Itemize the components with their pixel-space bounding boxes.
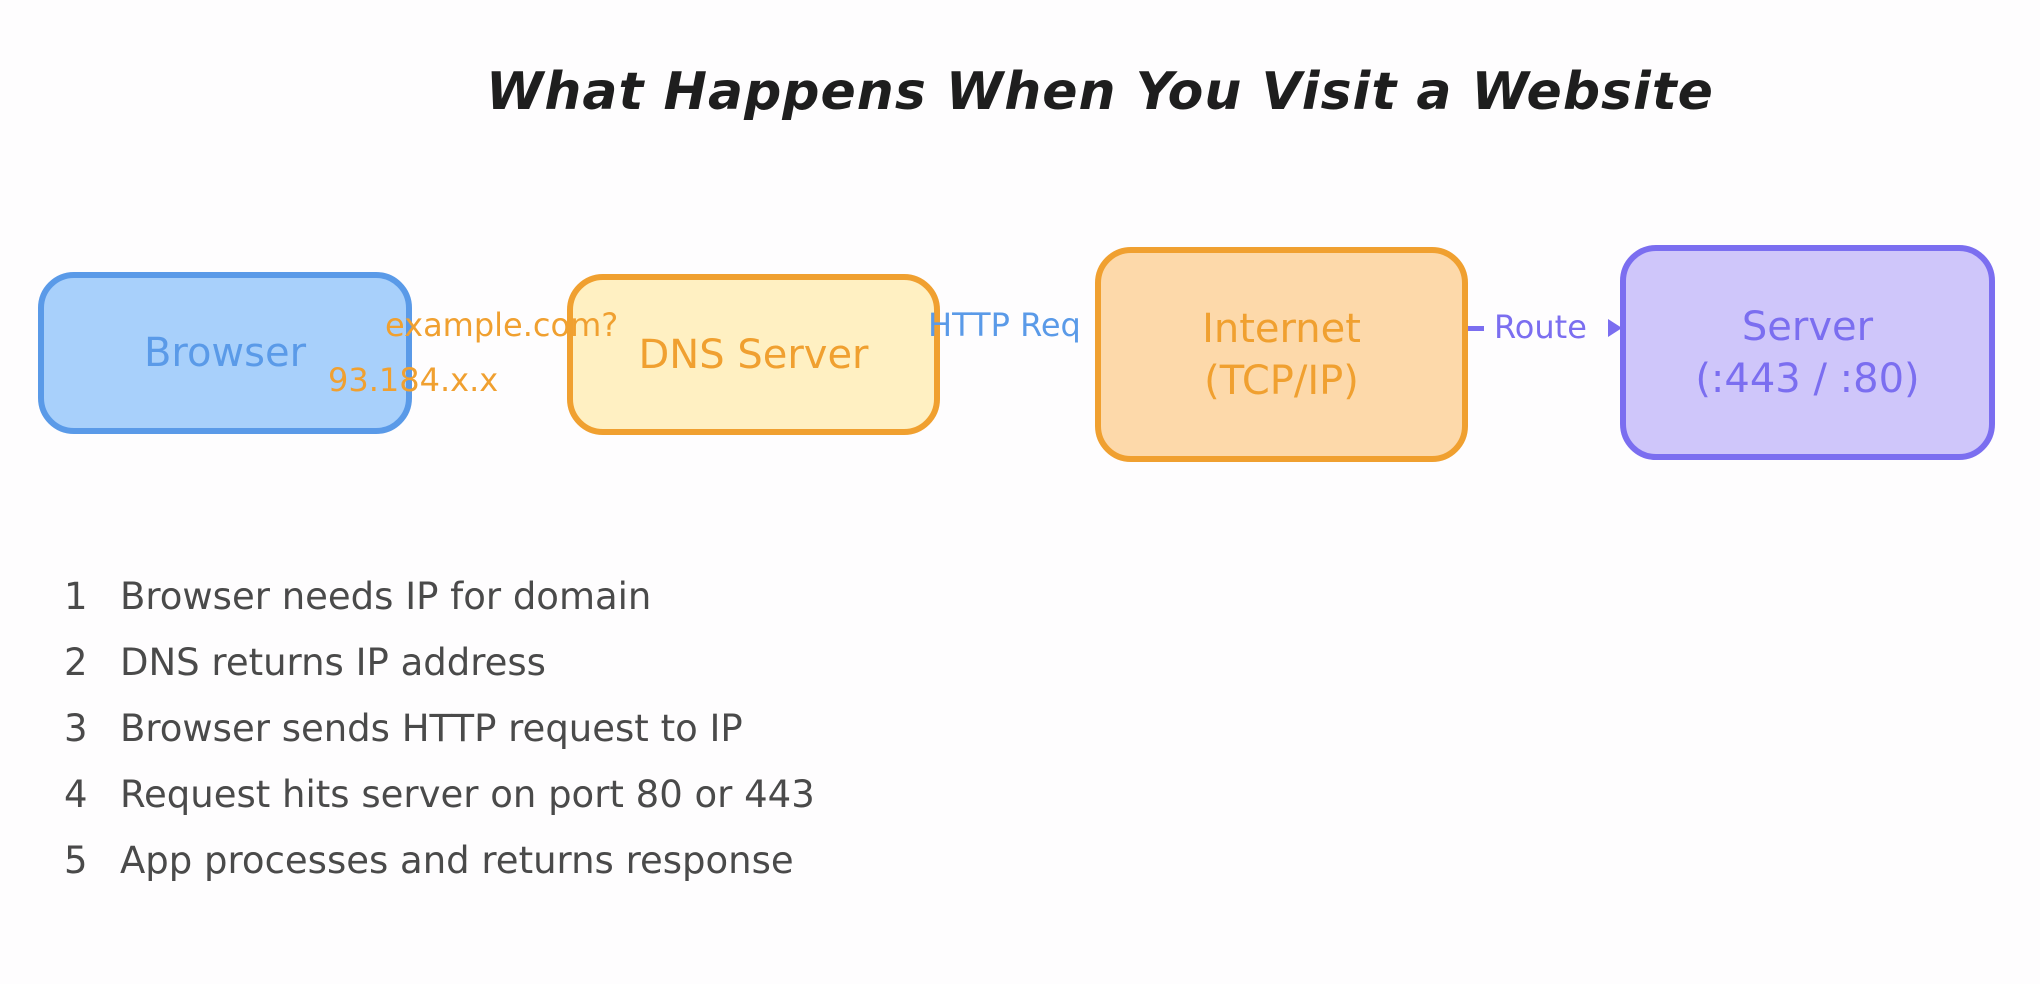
step-item: 4 Request hits server on port 80 or 443 bbox=[64, 761, 815, 827]
step-text: Request hits server on port 80 or 443 bbox=[120, 772, 815, 816]
node-server-sublabel: (:443 / :80) bbox=[1695, 355, 1920, 402]
node-internet-label: Internet bbox=[1202, 305, 1361, 352]
steps-list: 1 Browser needs IP for domain 2 DNS retu… bbox=[64, 563, 815, 893]
step-item: 5 App processes and returns response bbox=[64, 827, 815, 893]
step-text: DNS returns IP address bbox=[120, 640, 546, 684]
node-browser-label: Browser bbox=[143, 330, 307, 376]
node-dns-server: DNS Server bbox=[567, 274, 940, 435]
step-number: 5 bbox=[64, 838, 88, 882]
step-number: 3 bbox=[64, 706, 88, 750]
edge-label-dns-answer: 93.184.x.x bbox=[328, 361, 499, 399]
edge-label-http-request: HTTP Req bbox=[928, 306, 1081, 344]
step-number: 4 bbox=[64, 772, 88, 816]
step-text: Browser sends HTTP request to IP bbox=[120, 706, 743, 750]
edge-line-route bbox=[1468, 326, 1484, 331]
step-number: 2 bbox=[64, 640, 88, 684]
step-item: 3 Browser sends HTTP request to IP bbox=[64, 695, 815, 761]
edge-label-dns-query: example.com? bbox=[385, 306, 619, 344]
step-text: App processes and returns response bbox=[120, 838, 794, 882]
node-dns-server-label: DNS Server bbox=[638, 331, 869, 378]
edge-label-route: Route bbox=[1494, 308, 1587, 346]
arrowhead-icon bbox=[1608, 319, 1622, 337]
step-number: 1 bbox=[64, 574, 88, 618]
step-text: Browser needs IP for domain bbox=[120, 574, 652, 618]
diagram-title: What Happens When You Visit a Website bbox=[486, 62, 1714, 122]
step-item: 2 DNS returns IP address bbox=[64, 629, 815, 695]
node-internet: Internet (TCP/IP) bbox=[1095, 247, 1468, 462]
node-browser: Browser bbox=[38, 272, 412, 434]
node-server-label: Server bbox=[1741, 303, 1874, 350]
step-item: 1 Browser needs IP for domain bbox=[64, 563, 815, 629]
node-server: Server (:443 / :80) bbox=[1620, 245, 1995, 460]
node-internet-sublabel: (TCP/IP) bbox=[1204, 357, 1359, 404]
